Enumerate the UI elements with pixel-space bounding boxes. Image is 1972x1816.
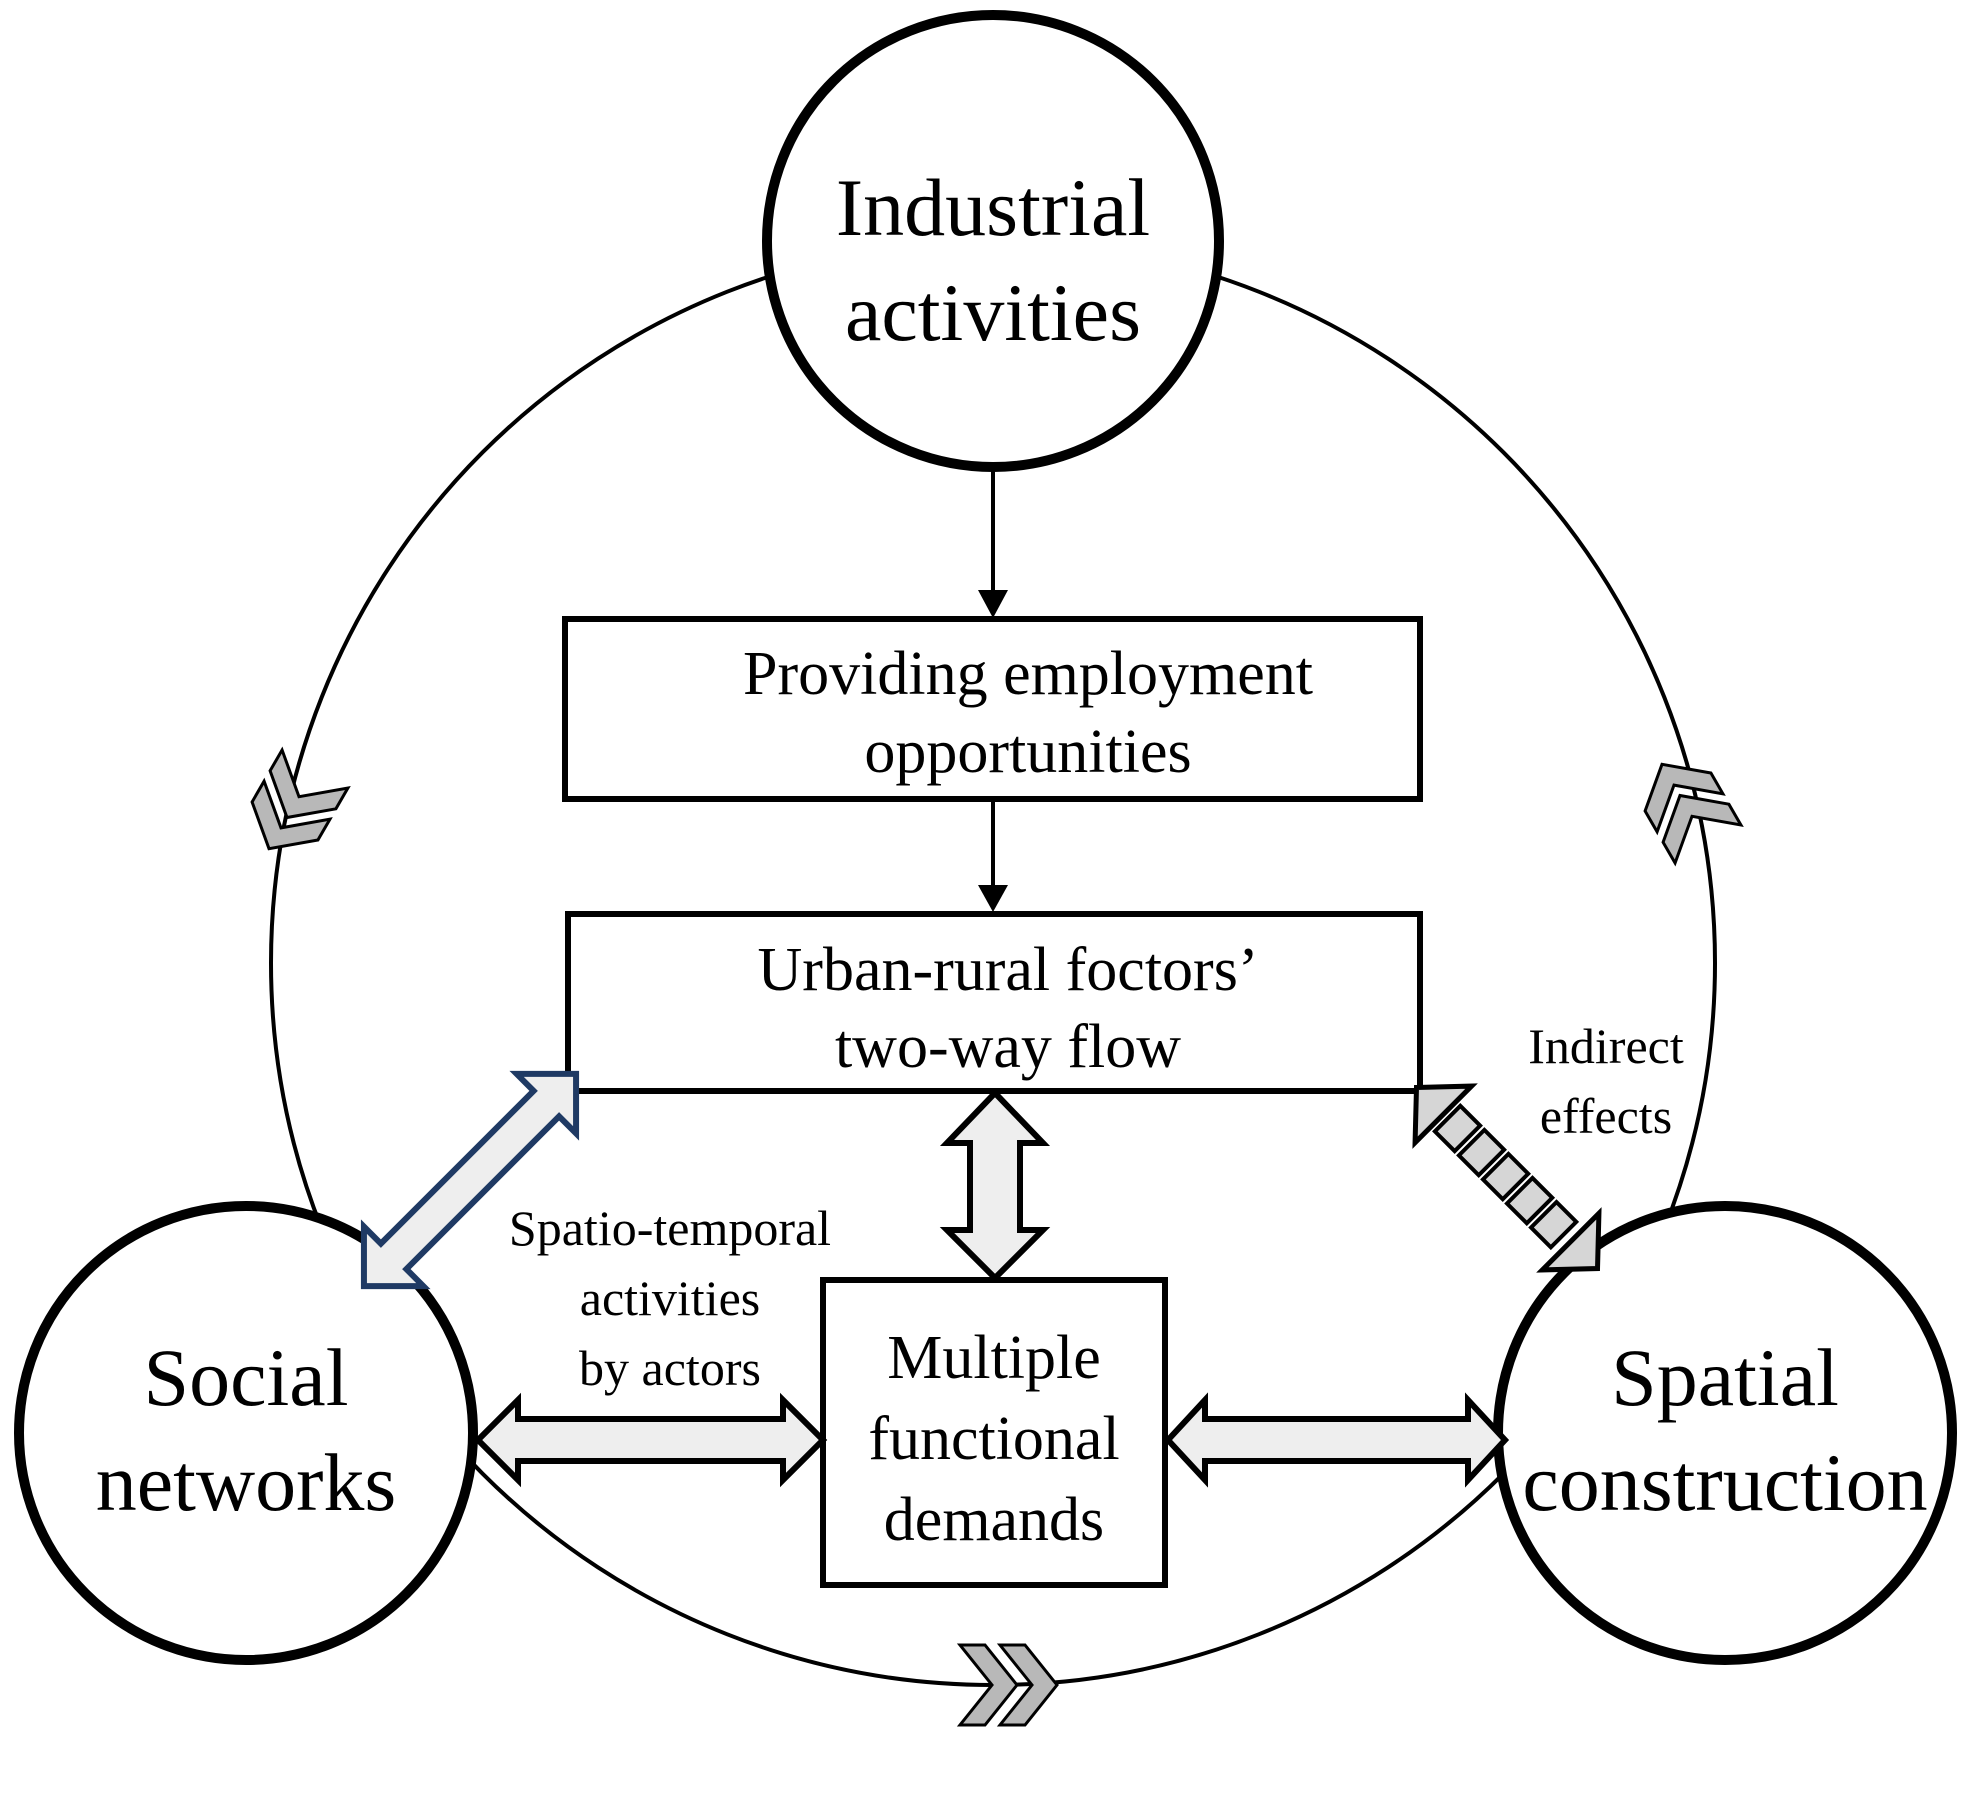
double-arrow-flow-demands [939,1088,1051,1283]
label-spatio-line-1: Spatio-temporal [509,1200,831,1256]
node-industrial-line-2: activities [845,267,1141,358]
box-employment-line-1: Providing employment [743,640,1313,708]
cycle-chevron-right-icon [1643,762,1744,867]
node-industrial-activities: Industrial activities [762,10,1224,472]
label-indirect-effects: Indirect effects [1528,1018,1684,1144]
label-indirect-line-1: Indirect [1528,1018,1684,1074]
node-social-networks: Social networks [14,1201,478,1665]
double-arrow-demands-spatial [1163,1392,1510,1488]
double-arrow-social-flow [360,1070,580,1290]
box-flow-line-2: two-way flow [835,1013,1181,1081]
box-flow-line-1: Urban-rural foctors’ [758,936,1259,1004]
arrow-employment-to-flow [978,802,1008,912]
node-spatial-construction: Spatial construction [1493,1201,1957,1665]
box-two-way-flow: Urban-rural foctors’ two-way flow [565,911,1423,1094]
node-spatial-line-1: Spatial [1611,1332,1839,1423]
node-industrial-line-1: Industrial [836,162,1150,253]
label-spatio-line-2: activities [580,1270,761,1326]
box-demands-line-2: functional [868,1405,1119,1473]
cycle-chevron-left-icon [250,746,351,851]
node-spatial-line-2: construction [1522,1437,1927,1528]
label-spatio-line-3: by actors [579,1340,761,1396]
box-demands-line-1: Multiple [887,1324,1101,1392]
double-arrow-social-demands [473,1392,828,1488]
arrow-industrial-to-employment [978,470,1008,618]
cycle-chevron-bottom-icon [956,1643,1059,1727]
box-functional-demands: Multiple functional demands [820,1277,1168,1588]
label-indirect-line-2: effects [1540,1088,1672,1144]
box-employment-line-2: opportunities [864,718,1191,786]
indirect-effects-arrow [1412,1083,1602,1273]
node-social-line-2: networks [96,1437,397,1528]
label-spatio-temporal: Spatio-temporal activities by actors [509,1200,831,1396]
box-employment: Providing employment opportunities [562,616,1423,802]
box-demands-line-3: demands [884,1486,1104,1554]
node-social-line-1: Social [144,1332,349,1423]
